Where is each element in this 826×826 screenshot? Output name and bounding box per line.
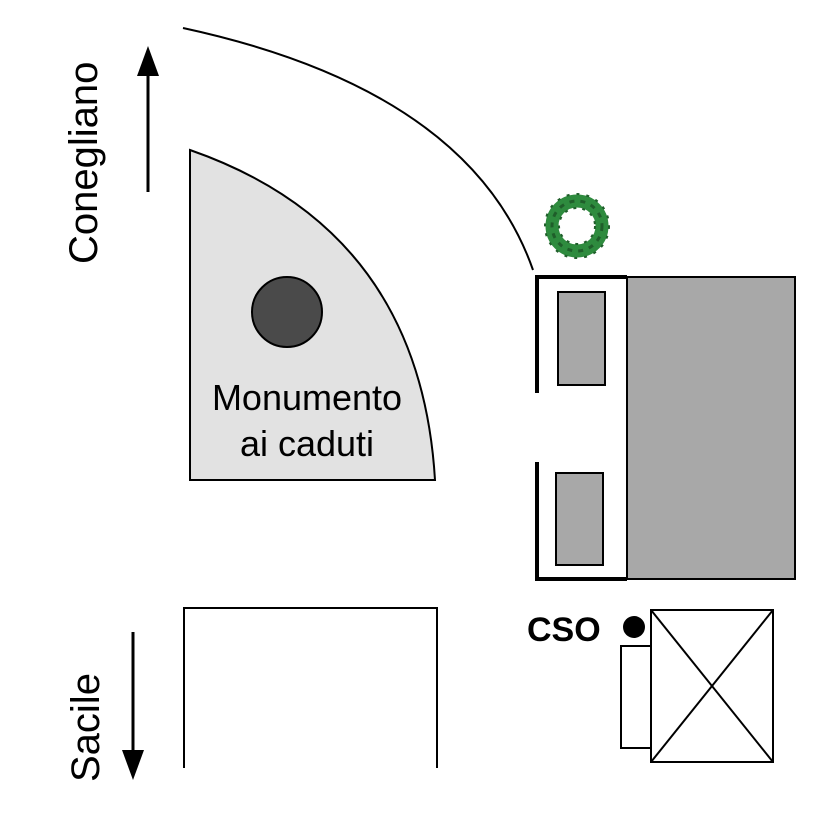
monument-marker [251, 276, 323, 348]
wreath-icon [544, 193, 610, 259]
cso-label: CSO [527, 611, 601, 649]
main-building [626, 276, 796, 580]
monument-label-line1: Monumento [212, 377, 402, 418]
entrance-block-bottom [555, 472, 604, 566]
x-box-icon [650, 609, 774, 763]
north-direction-label: Conegliano [62, 62, 106, 264]
entrance-block-top [557, 291, 606, 386]
side-annex [620, 645, 652, 749]
building-outline-southwest [183, 607, 438, 768]
road-curve [182, 27, 534, 271]
arrow-up-icon [137, 46, 159, 192]
monument-label-line2: ai caduti [240, 423, 374, 464]
entrance-frame [535, 275, 628, 581]
south-direction-label: Sacile [64, 673, 108, 782]
cso-marker [623, 616, 645, 638]
arrow-down-icon [122, 632, 144, 780]
